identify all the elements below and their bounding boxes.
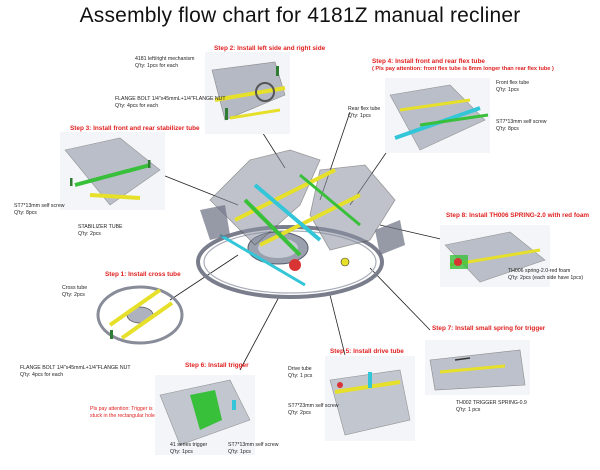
step6-attention-note: Pls pay attention: Trigger is stuck in t… bbox=[90, 406, 155, 419]
step4-screw-label: ST7*13mm self screw bbox=[496, 119, 547, 125]
step1-image bbox=[96, 285, 184, 345]
step4-front-label: Front flex tube bbox=[496, 80, 530, 86]
step4-screw-qty: Q'ty: 8pcs bbox=[496, 125, 519, 132]
step5-screw-qty: Q'ty: 2pcs bbox=[288, 409, 311, 416]
step8-spring-label: TH006 spring-2.0-red foam bbox=[508, 268, 571, 274]
step3-image bbox=[60, 132, 165, 210]
step2-bolt-label: FLANGE BOLT 1/4"x45mmL+1/4"FLANGE NUT bbox=[115, 96, 226, 102]
step6-trigger-qty: Q'ty: 1pcs bbox=[170, 448, 193, 455]
step6-trigger-label: 41 series trigger bbox=[170, 442, 208, 448]
step3-screw-note: ST7*13mm self screw Q'ty: 8pcs bbox=[14, 203, 64, 216]
step6-trigger-note: 41 series trigger Q'ty: 1pcs bbox=[170, 442, 207, 455]
step6-screw-note: ST7*13mm self screw Q'ty: 1pcs bbox=[228, 442, 278, 455]
connector-step1 bbox=[169, 254, 239, 301]
step1-bolt-label: FLANGE BOLT 1/4"x45mmL+1/4"FLANGE NUT bbox=[20, 365, 131, 371]
connector-step6 bbox=[239, 294, 281, 371]
step6-attention-line1: Pls pay attention: Trigger is bbox=[90, 406, 153, 412]
connector-step7 bbox=[369, 267, 431, 331]
step5-screw-label: ST7*23mm self screw bbox=[288, 403, 339, 409]
step3-tube-qty: Q'ty: 2pcs bbox=[78, 230, 101, 237]
step7-heading: Step 7: Install small spring for trigger bbox=[432, 325, 546, 332]
step4-screw-note: ST7*13mm self screw Q'ty: 8pcs bbox=[496, 119, 546, 132]
main-assembly bbox=[196, 149, 405, 299]
step3-tube-label: STABILIZER TUBE bbox=[78, 224, 123, 230]
step1-tube-note: Cross tube Q'ty: 2pcs bbox=[62, 285, 87, 298]
step3-screw-label: ST7*13mm self screw bbox=[14, 203, 65, 209]
step6-image bbox=[155, 375, 255, 455]
step4-rear-label: Rear flex tube bbox=[348, 106, 381, 112]
step5-tube-qty: Q'ty: 1 pcs bbox=[288, 372, 313, 379]
step6-screw-qty: Q'ty: 1pcs bbox=[228, 448, 251, 455]
step8-spring-qty: Q'ty: 2pcs (each side have 1pcs) bbox=[508, 274, 584, 281]
step4-rear-note: Rear flex tube Q'ty: 1pcs bbox=[348, 106, 380, 119]
step4-subnote: ( Pls pay attention: front flex tube is … bbox=[372, 66, 554, 72]
step6-attention-line2: stuck in the rectangular hole bbox=[90, 412, 155, 419]
step1-tube-label: Cross tube bbox=[62, 285, 88, 291]
step7-image bbox=[425, 340, 530, 395]
step2-bolt-note: FLANGE BOLT 1/4"x45mmL+1/4"FLANGE NUT Q'… bbox=[115, 96, 226, 109]
step3-tube-note: STABILIZER TUBE Q'ty: 2pcs bbox=[78, 224, 123, 237]
step6-heading: Step 6: Install trigger bbox=[185, 362, 249, 369]
connector-step5 bbox=[329, 294, 346, 356]
step4-front-note: Front flex tube Q'ty: 1pcs bbox=[496, 80, 529, 93]
page-title: Assembly flow chart for 4181Z manual rec… bbox=[79, 4, 521, 27]
step6-screw-label: ST7*13mm self screw bbox=[228, 442, 279, 448]
step2-image bbox=[205, 52, 290, 134]
step7-spring-label: TH002 TRIGGER SPRING-0.9 bbox=[456, 400, 527, 406]
step5-image bbox=[325, 356, 415, 441]
step5-tube-note: Drive tube Q'ty: 1 pcs bbox=[288, 366, 312, 379]
step5-heading: Step 5: Install drive tube bbox=[330, 348, 404, 355]
step3-screw-qty: Q'ty: 8pcs bbox=[14, 209, 37, 216]
step5-screw-note: ST7*23mm self screw Q'ty: 2pcs bbox=[288, 403, 338, 416]
step4-heading: Step 4: Install front and rear flex tube bbox=[372, 58, 485, 65]
step8-spring-note: TH006 spring-2.0-red foam Q'ty: 2pcs (ea… bbox=[508, 268, 583, 281]
step2-bolt-qty: Q'ty: 4pcs for each bbox=[115, 102, 159, 109]
step4-rear-qty: Q'ty: 1pcs bbox=[348, 112, 371, 119]
step1-bolt-note: FLANGE BOLT 1/4"x45mmL+1/4"FLANGE NUT Q'… bbox=[20, 365, 131, 378]
step2-heading: Step 2: Install left side and right side bbox=[214, 45, 326, 52]
step1-heading: Step 1: Install cross tube bbox=[105, 271, 181, 278]
step5-tube-label: Drive tube bbox=[288, 366, 312, 372]
step3-heading: Step 3: Install front and rear stabilize… bbox=[70, 125, 200, 132]
step8-heading: Step 8: Install TH006 SPRING-2.0 with re… bbox=[446, 212, 590, 219]
step2-mechanism-label: 4181 left/right mechanism bbox=[135, 56, 195, 62]
step4-front-qty: Q'ty: 1pcs bbox=[496, 86, 519, 93]
step4-image bbox=[385, 78, 490, 153]
step1-tube-qty: Q'ty: 2pcs bbox=[62, 291, 85, 298]
step1-bolt-qty: Q'ty: 4pcs for each bbox=[20, 371, 64, 378]
step8-image bbox=[440, 225, 550, 287]
step7-spring-note: TH002 TRIGGER SPRING-0.9 Q'ty: 1 pcs bbox=[456, 400, 527, 413]
step7-spring-qty: Q'ty: 1 pcs bbox=[456, 406, 481, 413]
step2-mechanism-note: 4181 left/right mechanism Q'ty: 1pcs for… bbox=[135, 56, 194, 69]
step2-mechanism-qty: Q'ty: 1pcs for each bbox=[135, 62, 179, 69]
